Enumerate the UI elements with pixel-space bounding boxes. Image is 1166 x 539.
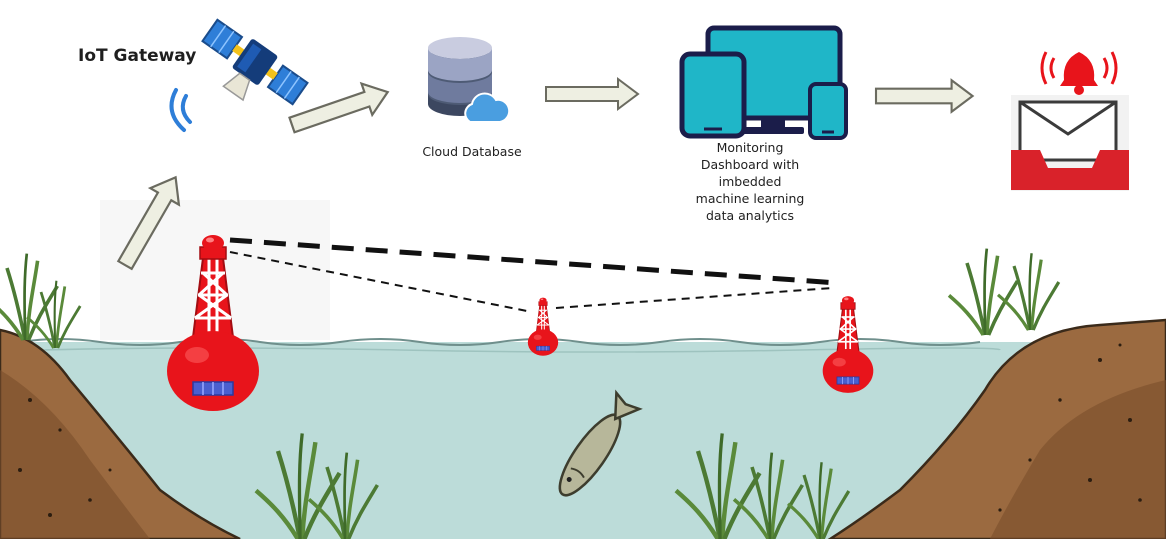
dashboard-label: Monitoring Dashboard with imbedded machi… bbox=[695, 140, 805, 223]
iot-gateway-label: IoT Gateway bbox=[78, 46, 197, 66]
signal-waves-icon bbox=[169, 88, 192, 132]
database-cloud-icon bbox=[428, 37, 511, 123]
fish-icon bbox=[558, 389, 643, 497]
arrow-database-to-dashboard bbox=[545, 78, 639, 110]
alert-mail-icon bbox=[1011, 51, 1129, 191]
cloud-database-label: Cloud Database bbox=[422, 144, 522, 159]
satellite-icon bbox=[201, 18, 309, 106]
devices-icon bbox=[679, 25, 848, 140]
buoy-mesh-links bbox=[229, 237, 839, 313]
sensor-buoy-small-icon bbox=[527, 297, 559, 357]
arrow-dashboard-to-alert bbox=[874, 79, 974, 113]
